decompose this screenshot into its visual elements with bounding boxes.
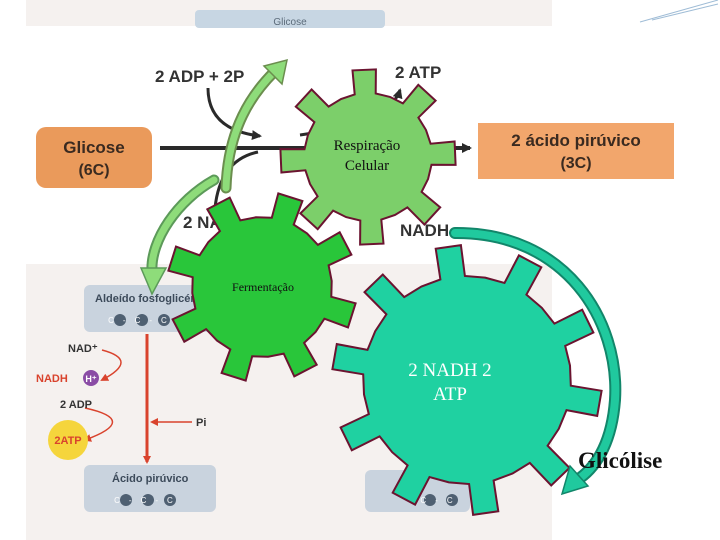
- pyruvic-box: [478, 123, 674, 179]
- lower-nadh-label: NADH: [36, 373, 68, 385]
- respiration-arrowhead: [262, 58, 288, 86]
- glycolysis-gear-label-2: ATP: [433, 384, 467, 405]
- adp-input-arrow: [206, 87, 262, 141]
- fermentation-curved-arrow-inner: [148, 176, 218, 276]
- h-plus-circle: [83, 370, 99, 386]
- atp-burst: [48, 420, 88, 460]
- aldehyde-carbon-2: [136, 314, 148, 326]
- glycolysis-label: Glicólise: [578, 448, 662, 473]
- glucose-label: Glicose: [63, 138, 124, 157]
- fermentation-label: Fermentação: [232, 280, 294, 294]
- top-fragment-label: Glicose: [273, 17, 307, 28]
- pyruvic-carbon-1: [120, 494, 132, 506]
- adp-label: 2 ADP + 2P: [155, 67, 244, 86]
- lower-atp-label: 2ATP: [54, 435, 81, 447]
- fermentation-arrowhead: [139, 267, 168, 296]
- aldehyde-label: Aldeído fosfoglicéri: [95, 293, 198, 305]
- glycolysis-arrowhead: [560, 464, 590, 496]
- aldehyde-carbons: C-C-C: [108, 316, 176, 325]
- atp-label: 2 ATP: [395, 63, 441, 82]
- top-fragment-box: [195, 10, 385, 28]
- nad-plus-label: NAD⁺: [68, 343, 98, 355]
- respiration-curved-arrow-inner: [222, 68, 278, 192]
- glycolysis-gear-label: 2 NADH 2: [408, 360, 491, 381]
- glycolysis-gear: [331, 243, 603, 517]
- aldehyde-carbon-3: [158, 314, 170, 326]
- glycolysis-curved-arrow-inner: [451, 228, 620, 482]
- pyruvic-carbons: (3C): [560, 155, 591, 172]
- nad-loop-arrow: [100, 349, 122, 381]
- aldehyde-carbon-1: [114, 314, 126, 326]
- lower-pyruvic-carbons: C-C-C: [114, 496, 182, 505]
- glucose-box: [36, 127, 152, 188]
- right-carbon-1: [424, 494, 436, 506]
- adp-loop-arrow: [83, 407, 114, 442]
- right-carbons: C-C: [420, 496, 461, 505]
- h-plus-label: H⁺: [85, 374, 96, 384]
- respiration-label: Respiração: [334, 138, 401, 154]
- pyruvic-label: 2 ácido pirúvico: [511, 131, 640, 150]
- pi-label: Pi: [196, 417, 206, 429]
- lower-pyruvic-box: [84, 465, 216, 512]
- nadh-label: NADH: [400, 221, 449, 240]
- respiration-label-2: Celular: [345, 158, 389, 174]
- fermentation-gear: [167, 192, 357, 382]
- glucose-carbons: (6C): [78, 162, 109, 179]
- respiration-gear: [279, 68, 457, 246]
- lower-pyruvic-label: Ácido pirúvico: [112, 472, 189, 485]
- lower-adp-label: 2 ADP: [60, 399, 92, 411]
- pyruvic-carbon-2: [142, 494, 154, 506]
- corner-decoration: [639, 0, 719, 23]
- pyruvic-carbon-3: [164, 494, 176, 506]
- right-carbon-2: [446, 494, 458, 506]
